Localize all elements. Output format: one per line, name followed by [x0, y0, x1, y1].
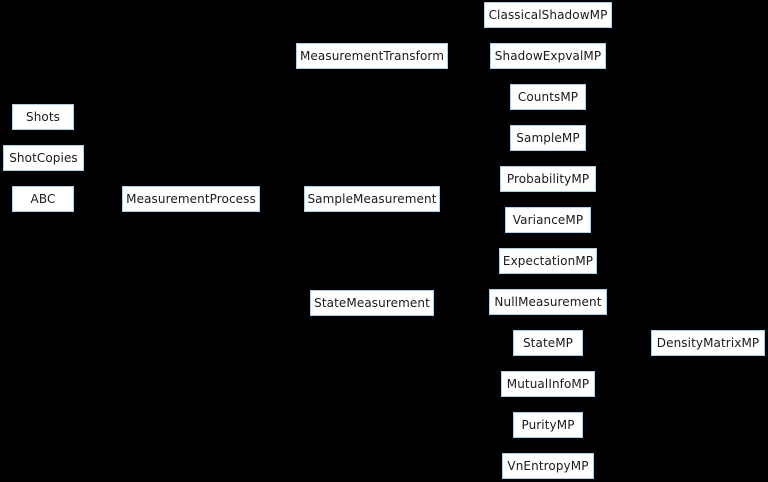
edge-measurement_transform-to-classical_shadow_mp	[447, 14, 479, 57]
edge-state_measurement-to-purity_mp	[433, 302, 508, 426]
class-node-shots[interactable]: Shots	[12, 104, 74, 130]
edge-state_measurement-to-vn_entropy_mp	[433, 302, 497, 467]
edge-measurement_process-to-state_measurement	[259, 198, 305, 304]
class-node-null_measurement[interactable]: NullMeasurement	[489, 289, 607, 315]
class-node-abc[interactable]: ABC	[12, 186, 74, 212]
class-node-shadow_expval_mp[interactable]: ShadowExpvalMP	[490, 43, 606, 69]
edge-state_measurement-to-probability_mp	[433, 178, 495, 304]
class-node-mutual_info_mp[interactable]: MutualInfoMP	[501, 371, 595, 397]
edge-sample_measurement-to-sample_mp	[439, 137, 505, 200]
class-node-counts_mp[interactable]: CountsMP	[510, 84, 586, 110]
class-node-purity_mp[interactable]: PurityMP	[513, 412, 583, 438]
edge-sample_measurement-to-shadow_expval_mp	[439, 55, 485, 200]
edge-sample_measurement-to-counts_mp	[439, 96, 505, 200]
class-node-state_measurement[interactable]: StateMeasurement	[310, 290, 434, 316]
class-node-shot_copies[interactable]: ShotCopies	[3, 145, 84, 171]
edge-sample_measurement-to-expectation_mp	[439, 198, 494, 262]
class-node-state_mp[interactable]: StateMP	[513, 330, 583, 356]
class-node-measurement_process[interactable]: MeasurementProcess	[122, 186, 260, 212]
class-node-sample_measurement[interactable]: SampleMeasurement	[304, 186, 440, 212]
edge-state_measurement-to-mutual_info_mp	[433, 302, 496, 385]
edge-sample_measurement-to-probability_mp	[439, 178, 495, 200]
class-node-probability_mp[interactable]: ProbabilityMP	[500, 166, 596, 192]
class-node-vn_entropy_mp[interactable]: VnEntropyMP	[502, 453, 594, 479]
class-node-measurement_transform[interactable]: MeasurementTransform	[296, 43, 448, 69]
class-node-classical_shadow_mp[interactable]: ClassicalShadowMP	[484, 2, 612, 28]
edge-measurement_process-to-measurement_transform	[259, 55, 291, 200]
edge-sample_measurement-to-variance_mp	[439, 198, 500, 221]
edge-state_measurement-to-expectation_mp	[433, 260, 494, 304]
class-node-density_matrix_mp[interactable]: DensityMatrixMP	[651, 330, 765, 356]
class-node-variance_mp[interactable]: VarianceMP	[505, 207, 591, 233]
edge-state_measurement-to-null_measurement	[433, 301, 484, 304]
class-node-sample_mp[interactable]: SampleMP	[510, 125, 586, 151]
class-node-expectation_mp[interactable]: ExpectationMP	[499, 248, 597, 274]
